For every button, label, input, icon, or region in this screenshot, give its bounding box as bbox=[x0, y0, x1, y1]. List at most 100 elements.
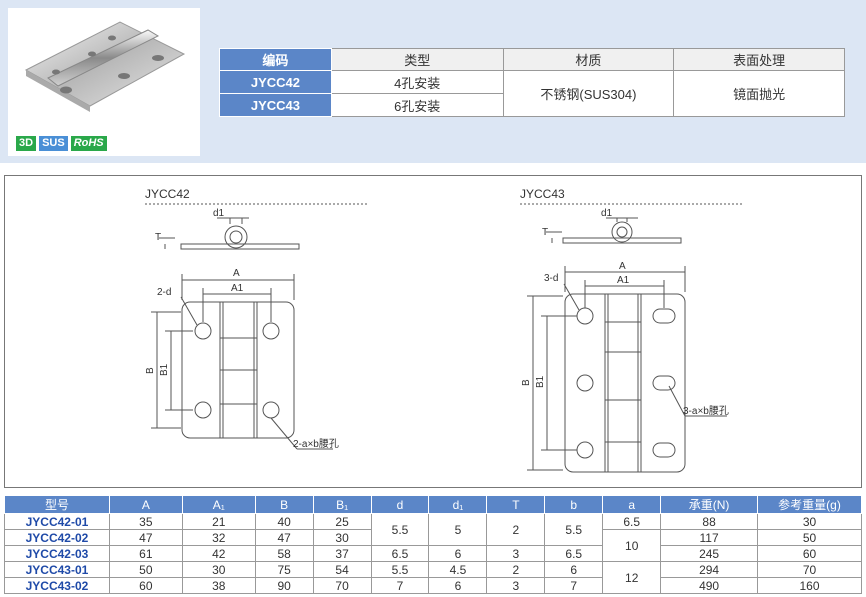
dimension-table: 型号 A A₁ B B₁ d d₁ T b a 承重(N) 参考重量(g) JY… bbox=[4, 495, 862, 594]
cell: 60 bbox=[757, 545, 862, 562]
dim-b1-label: B1 bbox=[159, 363, 170, 376]
badge-sus[interactable]: SUS bbox=[39, 136, 68, 151]
cell: 61 bbox=[108, 545, 183, 562]
cell: 5 bbox=[428, 513, 488, 546]
hole-callout-left: 2-d bbox=[157, 287, 171, 298]
certification-badges: 3D SUS RoHS bbox=[16, 136, 107, 151]
cell: 30 bbox=[181, 561, 256, 578]
spec-material: 不锈钢(SUS304) bbox=[502, 70, 675, 117]
table-row: JYCC42-01 35 21 40 25 5.5 5 2 5.5 6.5 88… bbox=[4, 513, 862, 546]
cell: 294 bbox=[660, 561, 759, 578]
table-row: JYCC42-02 47 32 47 30 10 117 50 bbox=[4, 529, 862, 562]
cell: 10 bbox=[602, 529, 662, 562]
cell: 38 bbox=[181, 577, 256, 594]
col-d1: d₁ bbox=[428, 495, 488, 514]
cell: 30 bbox=[312, 529, 372, 546]
badge-3d[interactable]: 3D bbox=[16, 136, 37, 151]
cell: 5.5 bbox=[370, 513, 430, 546]
col-d: d bbox=[370, 495, 430, 514]
cell: 54 bbox=[312, 561, 372, 578]
table-row: JYCC43-02 60 38 90 70 7 6 3 7 490 160 bbox=[4, 577, 862, 594]
cell: 6 bbox=[428, 545, 488, 562]
cell: 117 bbox=[660, 529, 759, 546]
cell: 47 bbox=[108, 529, 183, 546]
badge-rohs[interactable]: RoHS bbox=[70, 136, 107, 151]
product-photo bbox=[8, 8, 200, 156]
spec-type: 4孔安装 bbox=[330, 70, 504, 94]
cell: 88 bbox=[660, 513, 759, 530]
col-a-slot: a bbox=[602, 495, 662, 514]
col-b: B bbox=[254, 495, 314, 514]
dim-d1-label: d1 bbox=[213, 208, 225, 219]
cell: 2 bbox=[486, 513, 546, 546]
cell: 6 bbox=[428, 577, 488, 594]
spec-header-finish: 表面处理 bbox=[673, 48, 845, 71]
col-t: T bbox=[486, 495, 546, 514]
drawing-left-title: JYCC42 bbox=[145, 187, 190, 201]
col-load: 承重(N) bbox=[660, 495, 759, 514]
table-header-row: 型号 A A₁ B B₁ d d₁ T b a 承重(N) 参考重量(g) bbox=[4, 495, 862, 514]
hinge-photo-icon bbox=[24, 21, 186, 112]
cell-model: JYCC42-03 bbox=[4, 545, 110, 562]
slot-callout-left: 2-a×b腰孔 bbox=[293, 438, 339, 450]
cell-model: JYCC43-01 bbox=[4, 561, 110, 578]
cell-model: JYCC42-02 bbox=[4, 529, 110, 546]
cell: 35 bbox=[108, 513, 183, 530]
drawing-right-title: JYCC43 bbox=[520, 187, 565, 201]
cell: 21 bbox=[181, 513, 256, 530]
dim-a-label: A bbox=[619, 261, 626, 272]
cell: 6 bbox=[544, 561, 604, 578]
cell: 58 bbox=[254, 545, 314, 562]
cell: 42 bbox=[181, 545, 256, 562]
cell: 4.5 bbox=[428, 561, 488, 578]
cell: 75 bbox=[254, 561, 314, 578]
dim-t-label: T bbox=[155, 232, 161, 243]
cell: 2 bbox=[486, 561, 546, 578]
cell-model: JYCC42-01 bbox=[4, 513, 110, 530]
cell: 60 bbox=[108, 577, 183, 594]
cell: 245 bbox=[660, 545, 759, 562]
slot-callout-right: 3-a×b腰孔 bbox=[683, 405, 729, 417]
dim-d1-label: d1 bbox=[601, 208, 613, 219]
spec-table: 编码 类型 材质 表面处理 JYCC42 4孔安装 不锈钢(SUS304) 镜面… bbox=[219, 48, 845, 117]
spec-header-material: 材质 bbox=[502, 48, 675, 71]
cell: 90 bbox=[254, 577, 314, 594]
cell: 30 bbox=[757, 513, 862, 530]
cell: 160 bbox=[757, 577, 862, 594]
col-b1: B₁ bbox=[312, 495, 372, 514]
cell: 32 bbox=[181, 529, 256, 546]
spec-type: 6孔安装 bbox=[330, 93, 504, 117]
dim-b-label: B bbox=[145, 367, 156, 374]
spec-finish: 镜面抛光 bbox=[673, 70, 845, 117]
dim-b-label: B bbox=[521, 379, 532, 386]
cell: 37 bbox=[312, 545, 372, 562]
cell: 5.5 bbox=[544, 513, 604, 546]
cell: 3 bbox=[486, 545, 546, 562]
col-a1: A₁ bbox=[181, 495, 256, 514]
cell: 40 bbox=[254, 513, 314, 530]
cell: 490 bbox=[660, 577, 759, 594]
cell-model: JYCC43-02 bbox=[4, 577, 110, 594]
table-row: JYCC42-03 61 42 58 37 6.5 6 3 6.5 245 60 bbox=[4, 545, 862, 562]
spec-header-code: 编码 bbox=[219, 48, 332, 71]
spec-code: JYCC42 bbox=[219, 70, 332, 94]
col-a: A bbox=[108, 495, 183, 514]
cell: 70 bbox=[312, 577, 372, 594]
spec-header-type: 类型 bbox=[330, 48, 504, 71]
cell: 6.5 bbox=[602, 513, 662, 530]
cell: 6.5 bbox=[544, 545, 604, 562]
cell: 5.5 bbox=[370, 561, 430, 578]
dim-a-label: A bbox=[233, 268, 240, 279]
dim-a1-label: A1 bbox=[231, 283, 244, 294]
hole-callout-right: 3-d bbox=[544, 273, 558, 284]
col-model: 型号 bbox=[4, 495, 110, 514]
table-row: JYCC43-01 50 30 75 54 5.5 4.5 2 6 12 294… bbox=[4, 561, 862, 594]
col-weight: 参考重量(g) bbox=[757, 495, 862, 514]
technical-drawing: JYCC42 JYCC43 d1 d1 T T A A A1 A1 B B B1… bbox=[145, 187, 742, 473]
cell: 7 bbox=[370, 577, 430, 594]
cell: 25 bbox=[312, 513, 372, 530]
cell: 3 bbox=[486, 577, 546, 594]
cell: 6.5 bbox=[370, 545, 430, 562]
col-b-slot: b bbox=[544, 495, 604, 514]
